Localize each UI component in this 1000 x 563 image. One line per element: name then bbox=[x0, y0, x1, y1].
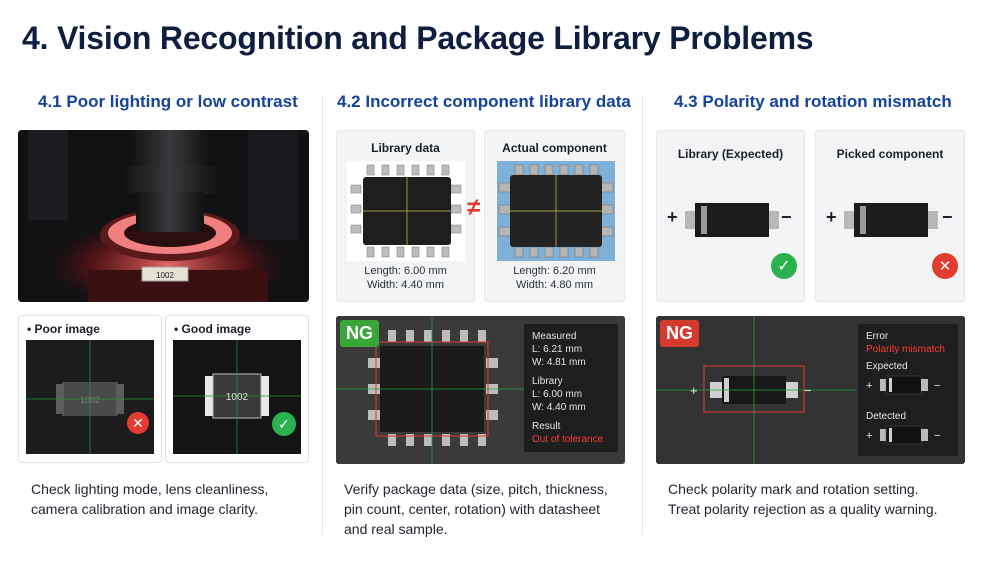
result-value: Out of tolerance bbox=[532, 434, 604, 445]
detected-mini-diode: + − bbox=[866, 425, 940, 445]
expected-mini-diode: + − bbox=[866, 375, 940, 395]
actual-length: Length: 6.20 mm bbox=[513, 265, 596, 277]
column-divider bbox=[322, 95, 323, 535]
expected-label: Library (Expected) bbox=[677, 147, 784, 161]
caption-library-line3: and real sample. bbox=[344, 521, 448, 537]
caption-lighting-line2: camera calibration and image clarity. bbox=[31, 501, 258, 517]
result-label: Result bbox=[532, 421, 561, 432]
library-length: Length: 6.00 mm bbox=[364, 265, 447, 277]
library-info-length: L: 6.00 mm bbox=[532, 389, 583, 400]
ng-minus-sign: − bbox=[804, 383, 812, 398]
column-divider bbox=[642, 95, 643, 535]
picked-label: Picked component bbox=[836, 147, 944, 161]
library-chip-drawing bbox=[347, 161, 465, 261]
error-value: Polarity mismatch bbox=[866, 344, 945, 355]
measurement-info-box: Measured L: 6.21 mm W: 4.81 mm Library L… bbox=[524, 324, 618, 452]
caption-polarity-line1: Check polarity mark and rotation setting… bbox=[668, 481, 919, 497]
library-data-panel: Library data Length: 6.00 mm Width: 4.40… bbox=[336, 130, 475, 302]
camera-lighting-photo: 1002 bbox=[18, 130, 309, 302]
poor-image-label: • Poor image bbox=[27, 322, 100, 336]
picked-minus-sign: − bbox=[942, 207, 953, 227]
actual-component-label: Actual component bbox=[502, 141, 607, 155]
library-width: Width: 4.40 mm bbox=[366, 279, 445, 291]
measured-width: W: 4.81 mm bbox=[532, 357, 586, 368]
error-label: Error bbox=[866, 331, 889, 342]
actual-component-panel: Actual component Length: 6.20 mm Width: … bbox=[484, 130, 625, 302]
camera-illustration: 1002 bbox=[18, 130, 309, 302]
expected-diode-drawing bbox=[685, 203, 779, 237]
section-heading-library: 4.2 Incorrect component library data bbox=[337, 92, 631, 111]
caption-library-line1: Verify package data (size, pitch, thickn… bbox=[344, 481, 608, 497]
page-title: 4. Vision Recognition and Package Librar… bbox=[22, 20, 814, 56]
svg-text:+: + bbox=[866, 430, 872, 442]
ng-badge: NG bbox=[340, 320, 379, 347]
library-label: Library bbox=[532, 376, 563, 387]
reject-icon: ✕ bbox=[127, 412, 149, 434]
picked-diode-drawing bbox=[844, 203, 938, 237]
good-image-card: • Good image 1002 ✓ bbox=[165, 315, 309, 463]
poor-image-preview: 1002 bbox=[26, 340, 154, 454]
caption-library-line2: pin count, center, rotation) with datash… bbox=[344, 501, 601, 517]
library-info-width: W: 4.40 mm bbox=[532, 402, 586, 413]
expected-polarity-panel: Library (Expected) + − ✓ bbox=[656, 130, 805, 302]
svg-text:−: − bbox=[934, 380, 940, 392]
picked-plus-sign: + bbox=[826, 207, 837, 227]
detected-info-label: Detected bbox=[866, 411, 907, 422]
section-heading-polarity: 4.3 Polarity and rotation mismatch bbox=[674, 92, 952, 111]
expected-plus-sign: + bbox=[667, 207, 678, 227]
caption-polarity-line2: Treat polarity rejection as a quality wa… bbox=[668, 501, 938, 517]
poor-part-code: 1002 bbox=[80, 395, 100, 405]
ng-badge: NG bbox=[660, 320, 699, 347]
correct-icon: ✓ bbox=[771, 253, 797, 279]
pcb-part-code: 1002 bbox=[156, 271, 174, 280]
good-image-label: • Good image bbox=[174, 322, 251, 336]
poor-image-card: • Poor image 1002 ✕ bbox=[18, 315, 162, 463]
expected-info-label: Expected bbox=[866, 361, 908, 372]
good-part-code: 1002 bbox=[226, 392, 249, 403]
ng-measurement-view: NG Measured L: 6.21 mm W: 4.81 mm Librar… bbox=[336, 316, 625, 464]
svg-text:−: − bbox=[934, 430, 940, 442]
polarity-info-box: Error Polarity mismatch Expected + − Det… bbox=[858, 324, 958, 456]
picked-component-panel: Picked component + − ✕ bbox=[815, 130, 965, 302]
section-heading-lighting: 4.1 Poor lighting or low contrast bbox=[38, 92, 298, 111]
ng-polarity-view: + − NG Error Polarity mismatch Expected … bbox=[656, 316, 965, 464]
actual-chip-photo bbox=[497, 161, 615, 261]
caption-lighting-line1: Check lighting mode, lens cleanliness, bbox=[31, 481, 269, 497]
measured-length: L: 6.21 mm bbox=[532, 344, 583, 355]
measured-label: Measured bbox=[532, 331, 577, 342]
ng-plus-sign: + bbox=[690, 383, 698, 398]
not-equal-icon: ≠ bbox=[467, 194, 481, 221]
expected-minus-sign: − bbox=[781, 207, 792, 227]
library-data-label: Library data bbox=[371, 141, 440, 155]
svg-text:+: + bbox=[866, 380, 872, 392]
incorrect-icon: ✕ bbox=[932, 253, 958, 279]
actual-width: Width: 4.80 mm bbox=[515, 279, 594, 291]
accept-icon: ✓ bbox=[272, 412, 296, 436]
good-image-preview: 1002 bbox=[173, 340, 301, 454]
